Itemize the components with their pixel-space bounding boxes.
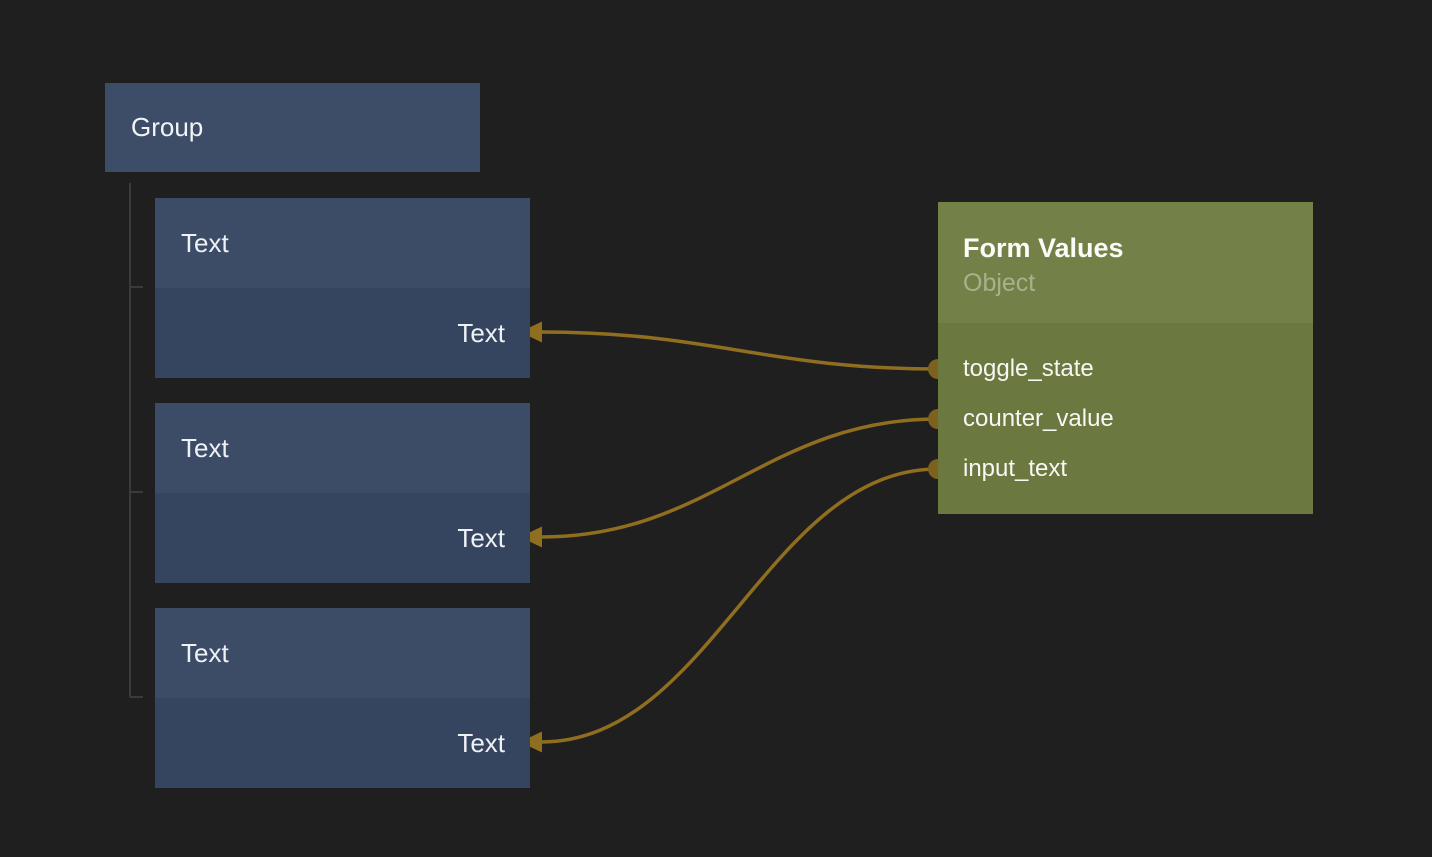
wire-input-text-to-text-3[interactable] bbox=[540, 467, 939, 744]
text-node-1-input-port-label[interactable]: Text bbox=[457, 317, 505, 348]
field-toggle-state-label: toggle_state bbox=[963, 355, 1094, 382]
wire-toggle-state-to-text-1[interactable] bbox=[540, 330, 939, 371]
text-node-3-input-port-label[interactable]: Text bbox=[457, 727, 505, 758]
group-node[interactable]: Group bbox=[105, 83, 480, 172]
text-node-1[interactable]: Text Text bbox=[155, 198, 530, 378]
form-values-header: Form Values Object bbox=[938, 202, 1313, 323]
form-values-body: toggle_state counter_value input_text bbox=[938, 323, 1313, 514]
group-node-title: Group bbox=[131, 112, 204, 142]
form-values-subtitle: Object bbox=[963, 269, 1036, 297]
form-values-title: Form Values bbox=[963, 233, 1124, 263]
text-node-1-body: Text bbox=[155, 288, 530, 378]
field-toggle-state[interactable]: toggle_state bbox=[938, 344, 1313, 394]
text-node-2-body: Text bbox=[155, 493, 530, 583]
field-counter-value[interactable]: counter_value bbox=[938, 394, 1313, 444]
text-node-2[interactable]: Text Text bbox=[155, 403, 530, 583]
text-node-3-header: Text bbox=[155, 608, 530, 698]
text-node-3-title: Text bbox=[181, 637, 229, 668]
text-node-2-title: Text bbox=[181, 432, 229, 463]
text-node-3-body: Text bbox=[155, 698, 530, 788]
wire-counter-value-to-text-2[interactable] bbox=[540, 417, 939, 539]
text-node-2-header: Text bbox=[155, 403, 530, 493]
field-input-text-label: input_text bbox=[963, 455, 1068, 482]
field-counter-value-label: counter_value bbox=[963, 405, 1114, 432]
text-node-1-header: Text bbox=[155, 198, 530, 288]
text-node-2-input-port-label[interactable]: Text bbox=[457, 522, 505, 553]
group-tree-connector bbox=[129, 183, 143, 698]
field-input-text[interactable]: input_text bbox=[938, 444, 1313, 494]
form-values-node[interactable]: Form Values Object toggle_state counter_… bbox=[938, 202, 1313, 514]
text-node-3[interactable]: Text Text bbox=[155, 608, 530, 788]
text-node-1-title: Text bbox=[181, 227, 229, 258]
